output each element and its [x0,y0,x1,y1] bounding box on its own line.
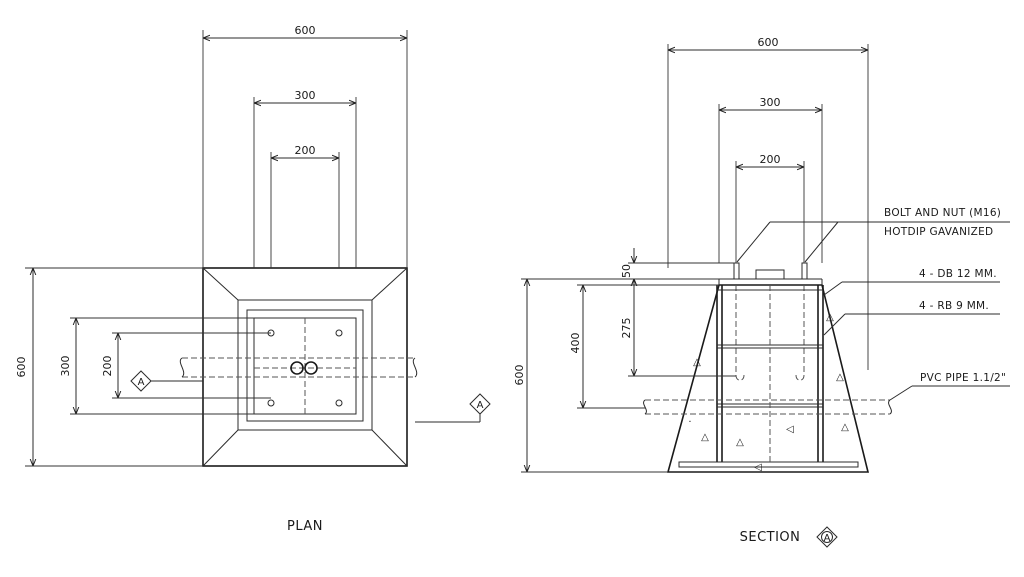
section-title-marker: A [816,526,838,548]
svg-text:△: △ [836,372,844,383]
section-dim-600-h: 600 [758,36,779,49]
plan-view: 600 300 200 600 300 200 [15,24,491,534]
svg-text:A: A [477,400,484,411]
plan-dim-600-h: 600 [295,24,316,37]
plan-inner-plate [246,309,364,422]
section-pipe [645,399,890,415]
section-dim-200-h: 200 [760,153,781,166]
section-dim-300-h: 300 [760,96,781,109]
plan-section-marker-left: A [130,370,203,392]
plan-mid-square [237,299,373,431]
callout-bolt-line2: HOTDIP GAVANIZED [884,226,993,238]
callout-db: 4 - DB 12 MM. [919,268,997,280]
svg-text:◁: ◁ [786,424,794,435]
plan-outer-square [202,267,408,467]
section-dim-600-v: 600 [513,365,526,386]
svg-text:A: A [138,377,145,388]
section-dim-left: 50 275 400 600 [513,248,736,473]
svg-text:△: △ [826,312,834,323]
section-callouts: BOLT AND NUT (M16) HOTDIP GAVANIZED 4 - … [736,207,1010,401]
svg-text:△: △ [693,357,701,368]
callout-pipe: PVC PIPE 1.1/2" [920,372,1006,384]
plan-dim-300-v: 300 [59,356,72,377]
plan-pipe-circle-right [304,361,318,375]
section-base-plate [755,269,785,280]
section-view: △ △ △ ◁ △ △ · ◁ △ 600 300 200 [513,36,1010,548]
section-dim-400-v: 400 [569,333,582,354]
plan-dim-200-v: 200 [101,356,114,377]
section-bolts [733,262,808,381]
section-dim-top: 600 300 200 [667,36,869,370]
svg-text:△: △ [841,422,849,433]
callout-rb: 4 - RB 9 MM. [919,300,989,312]
section-title: SECTION [740,530,801,545]
svg-text:·: · [688,417,691,428]
callout-bolt-line1: BOLT AND NUT (M16) [884,207,1001,219]
svg-text:△: △ [736,437,744,448]
section-aggregate-marks: △ △ △ ◁ △ △ · ◁ △ [688,312,849,473]
plan-section-marker-right: A [415,393,491,423]
plan-dim-600-v: 600 [15,357,28,378]
plan-dim-left: 600 300 200 [15,267,271,467]
plan-dim-top: 600 300 200 [202,24,408,268]
section-footing-body [666,284,870,473]
plan-pipe-circle-left [290,361,304,375]
plan-dim-300-h: 300 [295,89,316,102]
svg-text:△: △ [701,432,709,443]
svg-text:◁: ◁ [754,462,762,473]
plan-pipe [182,357,415,378]
section-rebar-cage [678,285,859,468]
plan-title: PLAN [287,519,323,534]
svg-text:A: A [824,533,831,544]
section-dim-50-v: 50 [620,264,633,278]
plan-dim-200-h: 200 [295,144,316,157]
section-dim-275-v: 275 [620,318,633,339]
